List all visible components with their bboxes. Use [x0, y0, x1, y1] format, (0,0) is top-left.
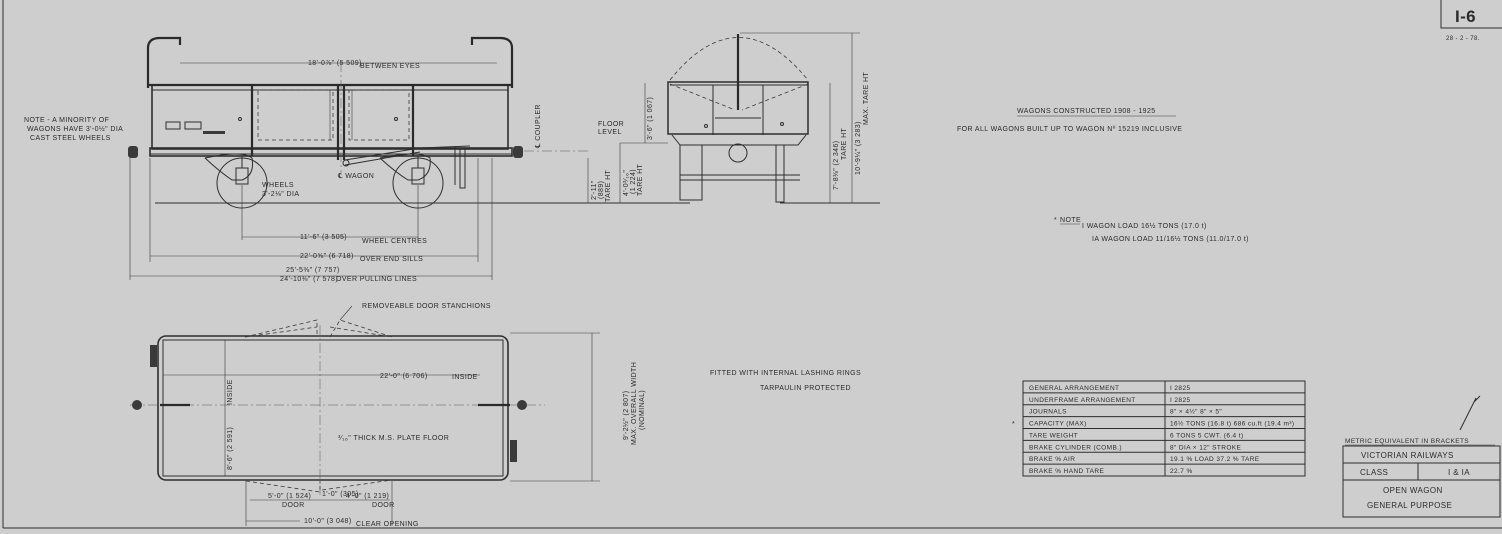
end-sills-dim: 22'-0⅝" (6 718)	[300, 253, 354, 260]
spec-value: 16½ TONS (16.8 t) 686 cu.ft (19.4 m³)	[1170, 420, 1294, 428]
stanchions-label: REMOVEABLE DOOR STANCHIONS	[362, 303, 491, 310]
left-lifting-eye	[146, 36, 182, 88]
door-right-dim: 4'-0" (1 219)	[346, 493, 389, 500]
wheel-note-line-3: CAST STEEL WHEELS	[30, 135, 111, 142]
wagon-centreline-label: ℄ WAGON	[337, 173, 374, 180]
sheet-number: I-6	[1455, 7, 1476, 26]
note-line-1: I WAGON LOAD 16½ TONS (17.0 t)	[1082, 222, 1207, 230]
inside-width-dim: 8'-6" (2 591)	[227, 427, 234, 470]
spec-value: 22.7 %	[1170, 468, 1193, 475]
railway-name: VICTORIAN RAILWAYS	[1361, 451, 1454, 460]
overall-width-nominal: (NOMINAL)	[639, 390, 646, 430]
spec-label: CAPACITY (MAX)	[1029, 421, 1087, 428]
plan-view: REMOVEABLE DOOR STANCHIONS 22'-0" (6 706…	[130, 303, 646, 528]
right-wheel	[379, 153, 444, 209]
between-eyes-label: BETWEEN EYES	[360, 63, 420, 70]
pulling-label: OVER PULLING LINES	[336, 276, 417, 283]
spec-value: 19.1 % LOAD 37.2 % TARE	[1170, 456, 1260, 463]
coupler-centreline-label: ℄ COUPLER	[535, 104, 542, 149]
sheet-date: 28 - 2 - 78.	[1446, 36, 1480, 42]
lashing-note: FITTED WITH INTERNAL LASHING RINGS	[710, 370, 861, 377]
spec-value: I 2825	[1170, 397, 1190, 404]
pulling-dim-2: 24'-10⅜" (7 578)	[280, 276, 338, 283]
sheet-number-box: I-6 28 - 2 - 78.	[1440, 0, 1502, 42]
class-value: I & IA	[1448, 468, 1470, 477]
overall-width-dim: 9'-2½" (2 807)	[622, 390, 630, 440]
wheel-centres-dim: 11'-6" (3 505)	[300, 234, 347, 241]
spec-value: I 2825	[1170, 385, 1190, 392]
door-right-label: DOOR	[372, 502, 395, 509]
for-all-note: FOR ALL WAGONS BUILT UP TO WAGON Nº 1521…	[957, 126, 1182, 133]
clear-opening-label: CLEAR OPENING	[356, 521, 419, 528]
floor-tare-height-metric: (1 224)	[630, 169, 637, 194]
between-eyes-dim: 18'-0⅞" (5 509)	[308, 60, 362, 67]
spec-label: BRAKE CYLINDER (COMB.)	[1029, 444, 1122, 451]
max-height-label: MAX. TARE HT	[863, 72, 870, 125]
floor-tare-height-dim: 4'-0³⁄₁₆"	[623, 170, 630, 196]
wheels-diameter: 3'-2⅛" DIA	[262, 191, 299, 198]
spec-value: 8" DIA × 12" STROKE	[1170, 444, 1242, 451]
floor-plate-label: ³⁄₁₆" THICK M.S. PLATE FLOOR	[338, 435, 449, 442]
inside-length-dim: 22'-0" (6 706)	[380, 373, 428, 380]
body-height-label: TARE HT	[841, 127, 848, 160]
metric-note: METRIC EQUIVALENT IN BRACKETS	[1345, 438, 1469, 445]
floor-tare-height-label: TARE HT	[637, 163, 644, 196]
coupler-height-dim: 2'-11"	[591, 180, 598, 200]
spec-value: 6 TONS 5 CWT. (6.4 t)	[1170, 432, 1244, 439]
wheel-note-line-1: NOTE - A MINORITY OF	[24, 117, 109, 124]
spec-label: JOURNALS	[1029, 409, 1067, 416]
spec-label: BRAKE % AIR	[1029, 456, 1075, 463]
constructed-note: WAGONS CONSTRUCTED 1908 - 1925	[1017, 108, 1156, 115]
description-line-2: GENERAL PURPOSE	[1367, 501, 1452, 510]
end-sills-label: OVER END SILLS	[360, 256, 423, 263]
spec-label: GENERAL ARRANGEMENT	[1029, 385, 1119, 392]
end-view: 2'-11" (889) TARE HT 4'-0³⁄₁₆" (1 224) T…	[587, 32, 880, 204]
general-notes: FITTED WITH INTERNAL LASHING RINGS TARPA…	[710, 108, 1249, 392]
spec-value: 8" × 4½" 8" × 5"	[1170, 408, 1222, 416]
note-marker: *	[1054, 217, 1057, 224]
spec-label: BRAKE % HAND TARE	[1029, 468, 1104, 475]
wheels-label: WHEELS	[262, 182, 294, 189]
class-label: CLASS	[1360, 468, 1388, 477]
left-wheel	[204, 153, 268, 209]
door-left-dim: 5'-0" (1 524)	[268, 493, 311, 500]
door-left-label: DOOR	[282, 502, 305, 509]
note-line-2: IA WAGON LOAD 11/16½ TONS (11.0/17.0 t)	[1092, 235, 1249, 243]
floor-level-label-1: FLOOR	[598, 121, 624, 128]
floor-level-label-2: LEVEL	[598, 129, 622, 136]
note-label: NOTE	[1060, 217, 1081, 224]
coupler-height-metric: (889)	[598, 181, 605, 199]
clear-opening-dim: 10'-0" (3 048)	[304, 518, 352, 525]
inside-length-label: INSIDE	[452, 374, 478, 381]
right-lifting-eye	[470, 36, 514, 88]
wheel-centres-label: WHEEL CENTRES	[362, 238, 427, 245]
capacity-marker: *	[1012, 421, 1015, 428]
door-centre-dim: 1'-0" (305)	[322, 491, 359, 498]
max-height-dim: 10'-9¼" (3 283)	[855, 121, 862, 175]
inside-width-label: INSIDE	[227, 379, 234, 405]
pulling-dim-1: 25'-5⅜" (7 757)	[286, 267, 340, 274]
wheel-note-line-2: WAGONS HAVE 3'-0½" DIA	[27, 125, 123, 133]
body-height-dim: 7'-8⅜" (2 346)	[833, 140, 840, 190]
spec-label: UNDERFRAME ARRANGEMENT	[1029, 397, 1136, 404]
floor-height-dim: 3'-6" (1 067)	[647, 97, 654, 140]
overall-width-label: MAX. OVERALL WIDTH	[631, 362, 638, 445]
spec-label: TARE WEIGHT	[1029, 432, 1078, 439]
side-view: 18'-0⅞" (5 509) BETWEEN EYES 11'-6" (3 5…	[24, 36, 670, 283]
description-line-1: OPEN WAGON	[1383, 486, 1443, 495]
title-block: METRIC EQUIVALENT IN BRACKETS VICTORIAN …	[1342, 395, 1501, 518]
tarpaulin-note: TARPAULIN PROTECTED	[760, 385, 851, 392]
coupler-height-label: TARE HT	[605, 169, 612, 202]
